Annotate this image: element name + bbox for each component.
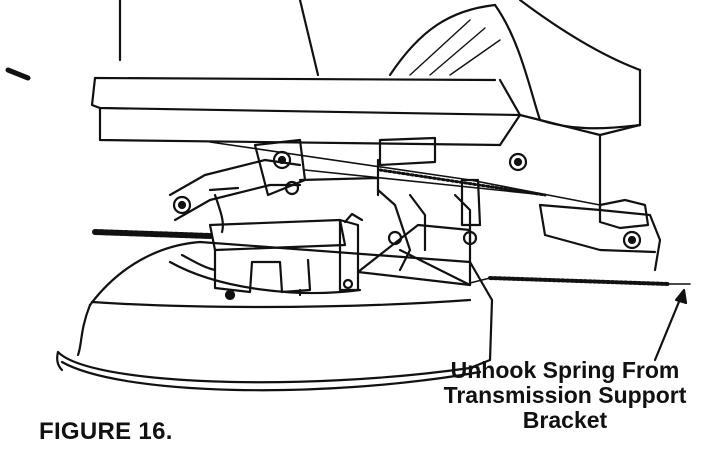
figure-caption: FIGURE 16. [39, 418, 173, 445]
mower-deck [56, 240, 494, 392]
pen-mark [5, 67, 31, 81]
callout-line: Bracket [522, 407, 608, 433]
hanger-pivot [253, 136, 437, 197]
frame-rail [90, 76, 602, 212]
callout-leader [653, 290, 685, 362]
callout-line: Transmission Support [443, 382, 687, 408]
callout-line: Unhook Spring From [450, 357, 680, 383]
seat-fender [118, 0, 642, 137]
callout-text: Unhook Spring From Transmission Support … [420, 358, 710, 433]
transmission-bracket [508, 152, 662, 272]
deck-pivot-plate [180, 212, 364, 301]
spring [209, 141, 691, 286]
